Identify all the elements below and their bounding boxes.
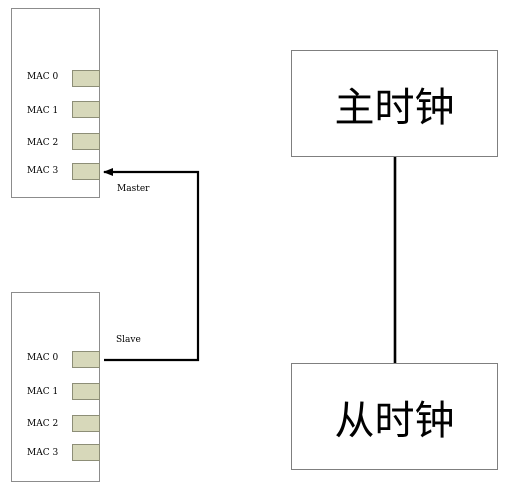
master-mac0-port (72, 70, 100, 87)
master-slave-link (103, 168, 200, 362)
slave-mac1-label: MAC 1 (27, 387, 59, 397)
master-mac2-label: MAC 2 (27, 138, 59, 148)
slave-mac2-label: MAC 2 (27, 419, 59, 429)
slave-link-label: Slave (116, 335, 141, 345)
master-link-label: Master (117, 184, 150, 194)
slave-mac3-label: MAC 3 (27, 448, 59, 458)
master-mac1-label: MAC 1 (27, 106, 59, 116)
master-mac2-port (72, 133, 100, 150)
master-mac3-port (72, 163, 100, 180)
slave-mac0-port (72, 351, 100, 368)
slave-mac3-port (72, 444, 100, 461)
slave-mac2-port (72, 415, 100, 432)
master-mac1-port (72, 101, 100, 118)
master-mac0-label: MAC 0 (27, 72, 59, 82)
master-clock-box: 主时钟 (291, 50, 498, 157)
slave-clock-box: 从时钟 (291, 363, 498, 470)
slave-mac0-label: MAC 0 (27, 353, 59, 363)
slave-mac1-port (72, 383, 100, 400)
master-mac3-label: MAC 3 (27, 166, 59, 176)
